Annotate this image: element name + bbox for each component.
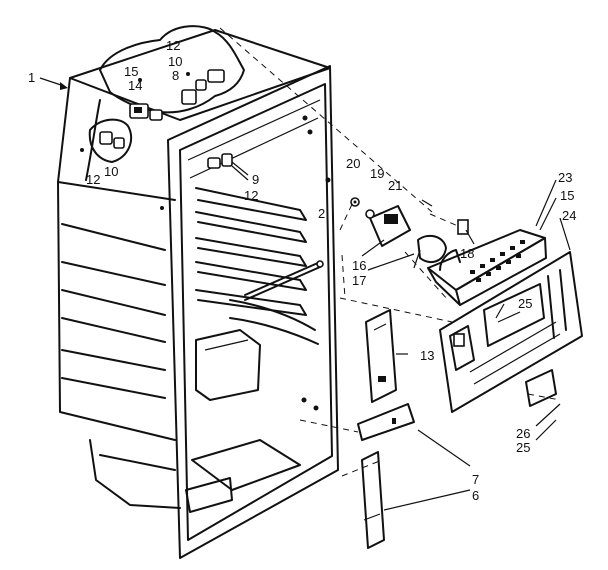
air-duct-13: [365, 309, 397, 403]
callout-15-top: 15: [124, 64, 138, 79]
callout-19: 19: [370, 166, 384, 181]
callout-13: 13: [420, 348, 434, 363]
callout-16: 16: [352, 258, 366, 273]
shelf-rod: [244, 260, 324, 301]
callout-23: 23: [558, 170, 572, 185]
callout-18: 18: [460, 246, 474, 261]
exploded-view-lines: [219, 27, 561, 477]
callout-26: 26: [516, 426, 530, 441]
leader-lines: [39, 77, 571, 511]
callout-10-left: 10: [104, 164, 118, 179]
callout-25-bottom: 25: [516, 440, 530, 455]
callout-12-top: 12: [166, 38, 180, 53]
callout-10-top: 10: [168, 54, 182, 69]
seal-7: [357, 403, 415, 441]
callout-12-left: 12: [86, 172, 100, 187]
callout-15-right: 15: [560, 188, 574, 203]
light-socket-assembly: [350, 197, 469, 269]
thermostat-bracket: [207, 153, 249, 176]
rear-control-panel: [439, 251, 583, 413]
callout-9: 9: [252, 172, 259, 187]
callout-20: 20: [346, 156, 360, 171]
callout-8: 8: [172, 68, 179, 83]
callout-12-mid: 12: [244, 188, 258, 203]
callout-6: 6: [472, 488, 479, 503]
top-hardware-cluster: [129, 69, 225, 121]
callout-17: 17: [352, 273, 366, 288]
callout-1: 1: [28, 70, 35, 85]
cabinet-liner: [57, 25, 331, 509]
left-hardware-cluster: [80, 118, 164, 210]
callout-labels: 1 12 10 15 8 14 12 10 9 12 2 20 19 21 16…: [28, 38, 576, 503]
callout-2: 2: [318, 206, 325, 221]
front-face-frame: [167, 65, 339, 559]
callout-21: 21: [388, 178, 402, 193]
callout-24: 24: [562, 208, 576, 223]
control-housing: [427, 229, 547, 306]
callout-25-panel: 25: [518, 296, 532, 311]
duct-6: [361, 451, 385, 549]
callout-7: 7: [472, 472, 479, 487]
callout-14: 14: [128, 78, 142, 93]
